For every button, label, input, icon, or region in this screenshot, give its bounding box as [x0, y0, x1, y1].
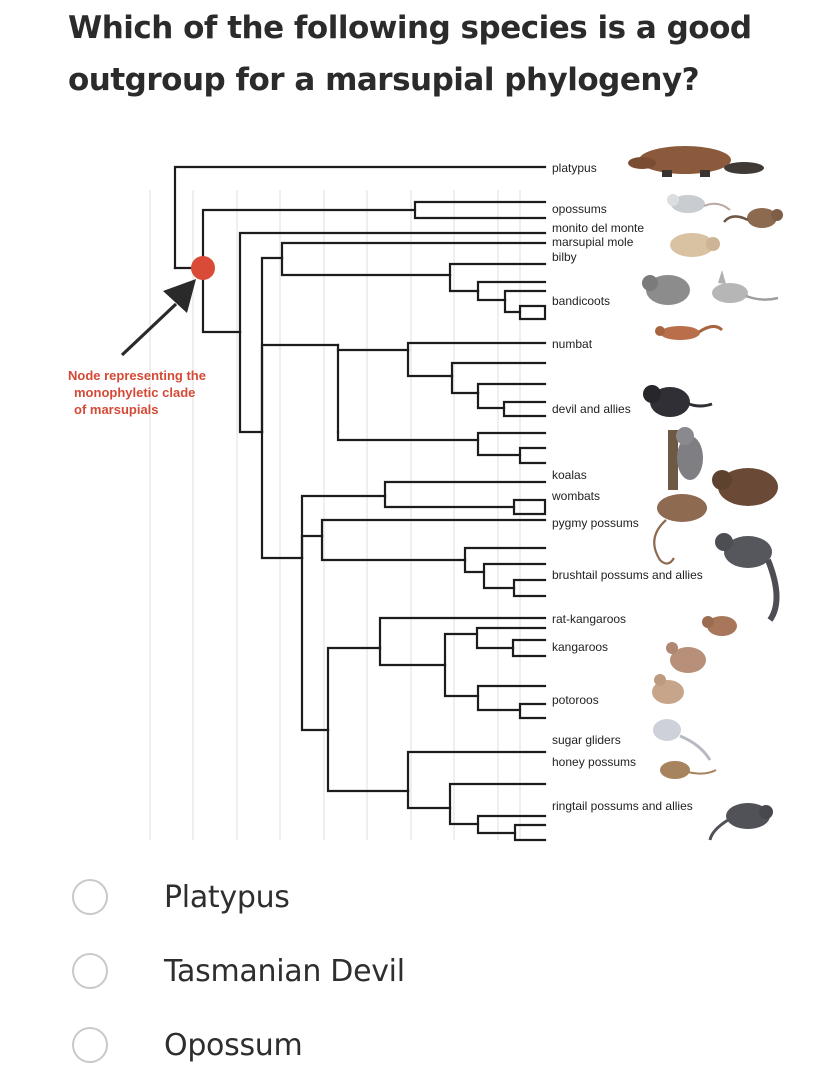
sugar-glider-icon [653, 719, 712, 761]
taxon-label: potoroos [552, 693, 599, 707]
koala-icon [668, 427, 703, 490]
radio-button[interactable] [72, 879, 108, 915]
taxon-label: kangaroos [552, 640, 608, 654]
animal-illustrations [628, 146, 783, 841]
answer-options: Platypus Tasmanian Devil Opossum [72, 860, 405, 1082]
taxon-label: marsupial mole [552, 235, 634, 249]
taxon-label: honey possums [552, 755, 636, 769]
question-text: Which of the following species is a good… [68, 2, 768, 106]
taxon-label: devil and allies [552, 402, 631, 416]
taxon-label: opossums [552, 202, 607, 216]
time-grid [149, 190, 521, 840]
taxon-label: bilby [552, 250, 577, 264]
option-label: Opossum [164, 1027, 303, 1063]
option-opossum[interactable]: Opossum [72, 1008, 405, 1082]
honey-possum-icon [660, 761, 717, 779]
taxon-label: platypus [552, 161, 597, 175]
question-line-1: Which of the following species is a good [68, 10, 752, 46]
taxon-label: monito del monte [552, 221, 644, 235]
taxon-label: koalas [552, 468, 587, 482]
marsupial-mole-icon [670, 233, 720, 257]
taxon-label: numbat [552, 337, 593, 351]
tree-branches [173, 165, 547, 842]
rat-kangaroo-icon [702, 616, 737, 636]
option-platypus[interactable]: Platypus [72, 860, 405, 934]
taxon-label: sugar gliders [552, 733, 621, 747]
taxon-label: wombats [551, 489, 600, 503]
taxon-labels: platypus opossums monito del monte marsu… [551, 161, 703, 813]
potoroo-icon [652, 674, 684, 704]
taxon-label: pygmy possums [552, 516, 639, 530]
option-label: Platypus [164, 879, 290, 915]
annotation-line-2: monophyletic clade [74, 385, 195, 400]
monito-del-monte-icon [723, 208, 783, 228]
platypus-icon [628, 146, 764, 177]
question-line-2: outgroup for a marsupial phylogeny? [68, 62, 700, 98]
radio-button[interactable] [72, 1027, 108, 1063]
annotation-line-3: of marsupials [74, 402, 159, 417]
annotation-line-1: Node representing the [68, 368, 206, 383]
marsupial-node-marker [191, 256, 215, 280]
taxon-label: rat-kangaroos [552, 612, 626, 626]
wombat-icon [712, 468, 778, 506]
taxon-label: brushtail possums and allies [552, 568, 703, 582]
pygmy-possum-icon [653, 494, 707, 565]
bandicoot-icon [642, 275, 690, 305]
phylogeny-diagram: Node representing the monophyletic clade… [68, 146, 783, 842]
tasmanian-devil-icon [643, 385, 713, 417]
opossum-icon [667, 194, 731, 213]
brushtail-possum-icon [715, 533, 780, 622]
annotation-text: Node representing the monophyletic clade… [68, 368, 210, 417]
bilby-icon [712, 270, 779, 303]
radio-button[interactable] [72, 953, 108, 989]
taxon-label: bandicoots [552, 294, 610, 308]
numbat-icon [655, 325, 724, 340]
annotation-arrow [120, 279, 196, 357]
taxon-label: ringtail possums and allies [552, 799, 693, 813]
option-label: Tasmanian Devil [164, 953, 405, 989]
option-tasmanian-devil[interactable]: Tasmanian Devil [72, 934, 405, 1008]
kangaroo-icon [666, 642, 706, 673]
ringtail-possum-icon [708, 803, 773, 841]
